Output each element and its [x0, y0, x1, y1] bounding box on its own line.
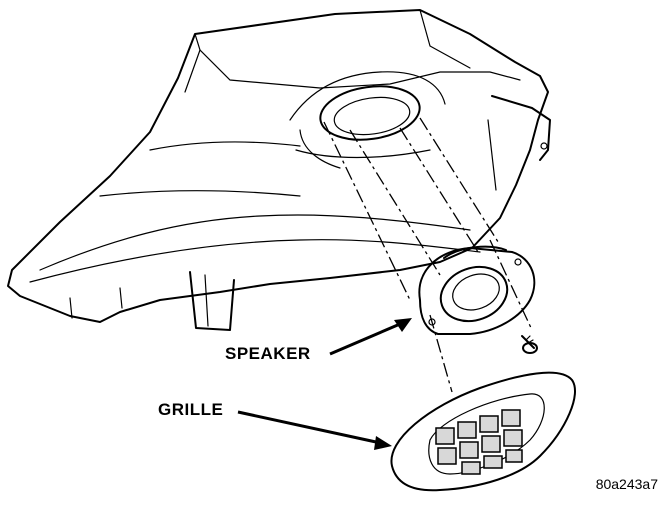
speaker-opening: [289, 71, 446, 169]
quarter-trim-panel: [7, 9, 551, 331]
speaker: [418, 245, 536, 335]
speaker-label: SPEAKER: [225, 344, 311, 363]
speaker-callout-arrow: [329, 318, 412, 356]
grille: [390, 371, 577, 492]
grille-mesh: [435, 409, 523, 475]
grille-label: GRILLE: [158, 400, 224, 419]
alignment-lines: [323, 117, 533, 393]
mounting-screw: [521, 335, 538, 354]
figure-code: 80a243a7: [595, 476, 658, 492]
grille-callout-arrow: [237, 410, 392, 450]
